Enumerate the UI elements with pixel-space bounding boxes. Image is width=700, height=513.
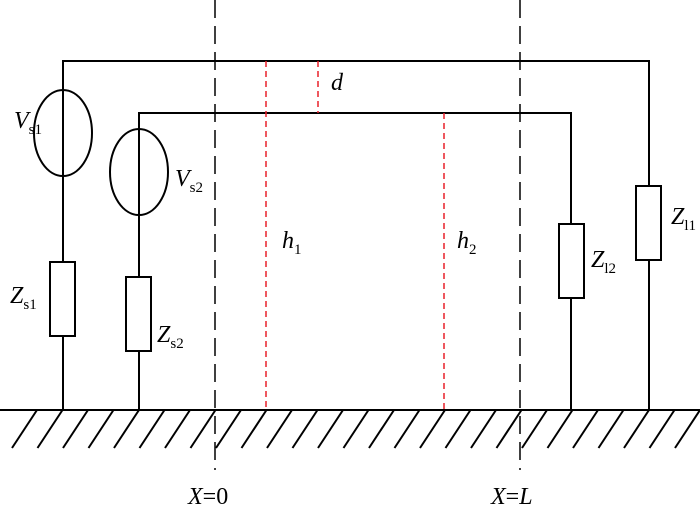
label-x-equals-0: X=0 xyxy=(188,484,229,510)
impedance-zs2 xyxy=(125,276,152,352)
label-zs2: Zs2 xyxy=(157,322,184,352)
impedance-zl1 xyxy=(635,185,662,261)
label-zs1: Zs1 xyxy=(10,283,37,313)
hatch-line xyxy=(36,409,64,449)
hatch-line xyxy=(495,409,523,449)
hatch-line xyxy=(164,409,191,449)
hatch-line xyxy=(215,409,242,449)
label-zl2: Zl2 xyxy=(591,247,617,277)
hatch-line xyxy=(240,409,268,449)
hatch-line xyxy=(470,409,497,449)
hatch-line xyxy=(368,409,395,449)
label-h1: h1 xyxy=(282,228,302,258)
hatch-line xyxy=(521,409,548,449)
hatch-line xyxy=(546,409,574,449)
hatch-line xyxy=(572,409,599,449)
label-d: d xyxy=(331,70,343,96)
hatch-line xyxy=(623,409,650,449)
label-vs2: Vs2 xyxy=(175,166,204,196)
hatch-line xyxy=(11,409,38,449)
hatch-line xyxy=(317,409,344,449)
conductor-2 xyxy=(138,112,572,410)
label-h2: h2 xyxy=(457,228,477,258)
hatch-line xyxy=(138,409,166,449)
label-zl1: Zl1 xyxy=(671,204,697,234)
hatch-line xyxy=(189,409,217,449)
hatch-line xyxy=(62,409,89,449)
impedance-zs1 xyxy=(49,261,76,337)
hatch-line xyxy=(291,409,319,449)
hatch-line xyxy=(393,409,421,449)
label-vs1: Vs1 xyxy=(14,108,43,138)
label-x-equals-l: X=L xyxy=(491,484,533,510)
hatch-line xyxy=(648,409,676,449)
hatch-line xyxy=(419,409,446,449)
hatch-line xyxy=(674,409,700,449)
ground-hatching xyxy=(11,409,700,449)
hatch-line xyxy=(266,409,293,449)
hatch-line xyxy=(113,409,140,449)
impedance-zl2 xyxy=(558,223,585,299)
hatch-line xyxy=(342,409,370,449)
hatch-line xyxy=(444,409,472,449)
hatch-line xyxy=(87,409,115,449)
hatch-line xyxy=(597,409,625,449)
